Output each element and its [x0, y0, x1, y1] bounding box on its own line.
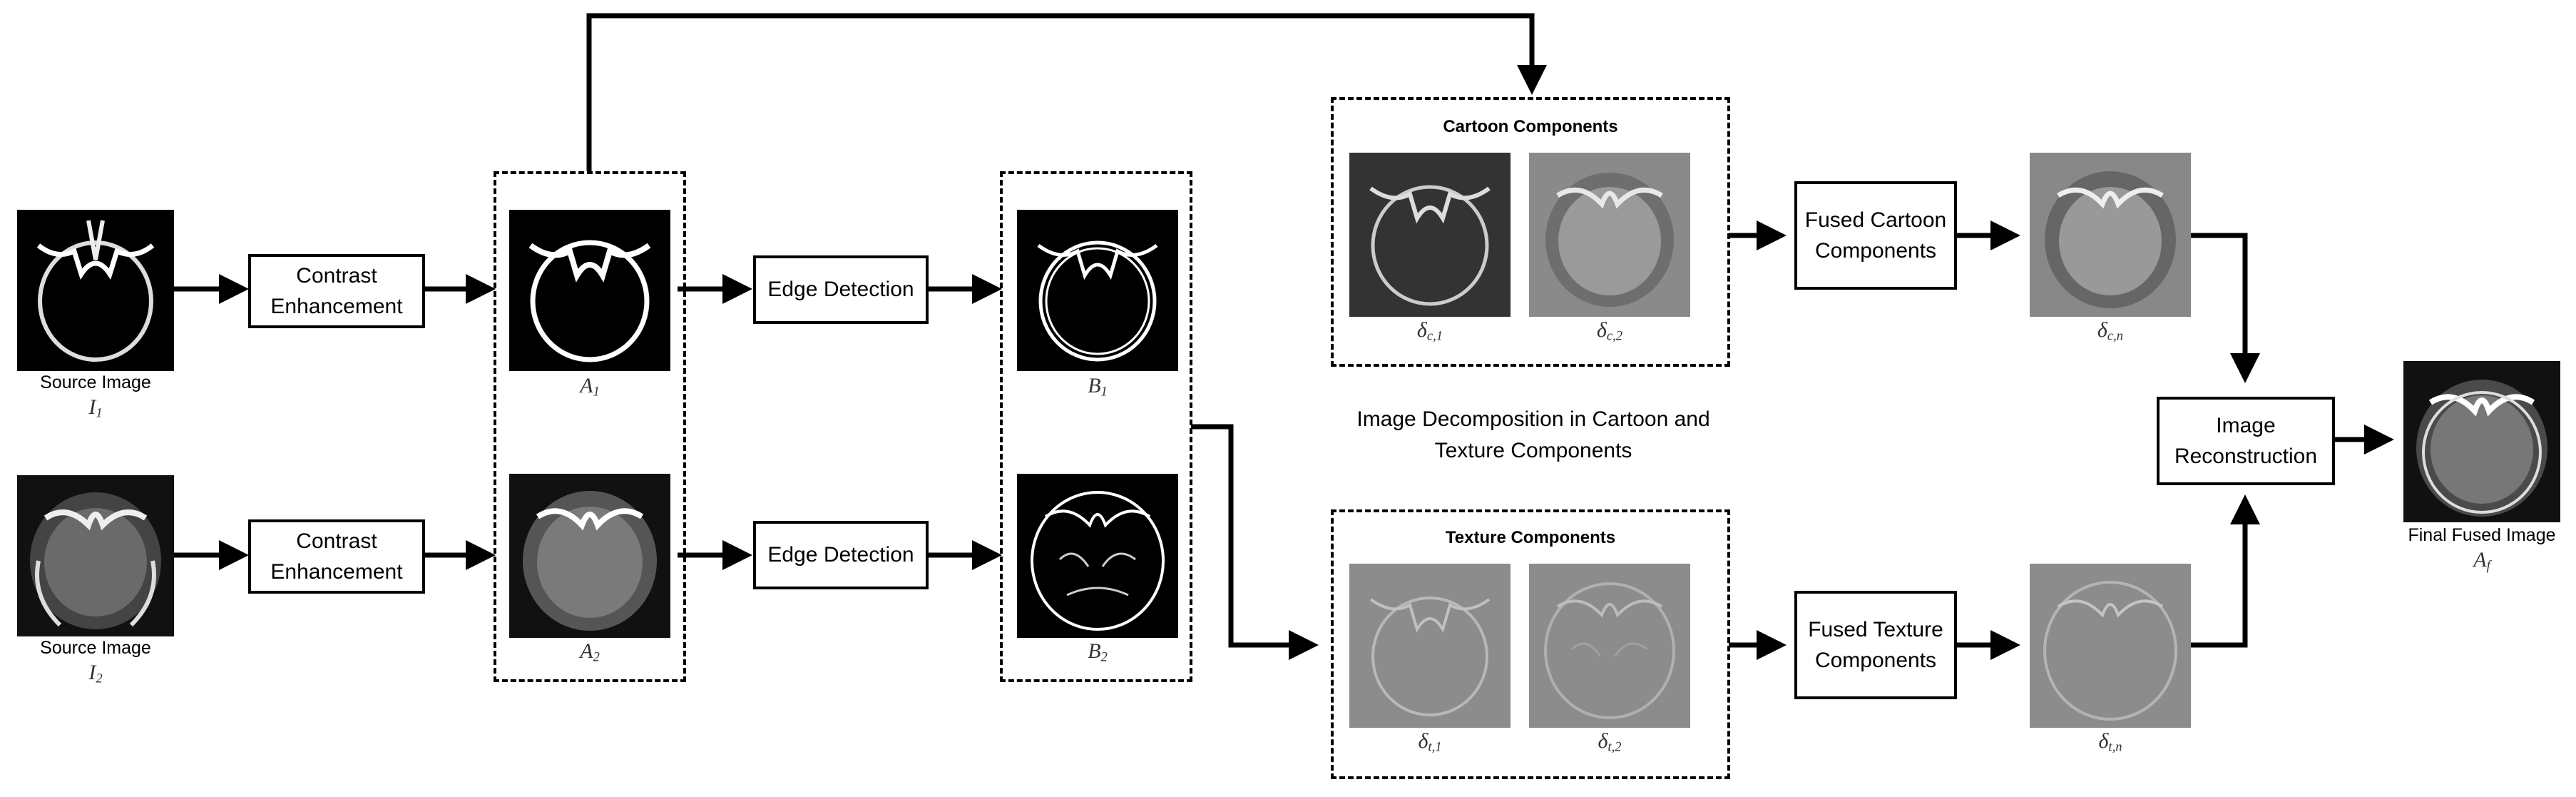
- fused-texture-image: [2030, 564, 2191, 728]
- source-label-2: Source Image: [40, 638, 151, 658]
- source-image-2: [17, 475, 174, 636]
- arrow-tn-to-recon: [2191, 494, 2260, 648]
- cartoon-symbol-c1: δc,1: [1416, 318, 1443, 344]
- edge-detection-box-2: Edge Detection: [753, 521, 929, 589]
- enhanced-images-group: [494, 171, 686, 682]
- enhanced-image-a2: [509, 474, 670, 638]
- source-symbol-1: I1: [88, 395, 103, 421]
- enhanced-image-a1: [509, 210, 670, 371]
- fused-cartoon-symbol: δc,n: [2097, 318, 2124, 344]
- final-fused-symbol: Af: [2473, 548, 2490, 574]
- fused-cartoon-image: [2030, 153, 2191, 317]
- texture-components-group: [1331, 509, 1730, 779]
- final-fused-image: [2403, 361, 2560, 522]
- arrow-b-to-texture: [1191, 424, 1319, 660]
- edge-image-b1: [1017, 210, 1178, 371]
- cartoon-image-c1: [1349, 153, 1511, 317]
- texture-components-title: Texture Components: [1445, 528, 1616, 547]
- source-label-1: Source Image: [40, 372, 151, 392]
- source-image-1: [17, 210, 174, 371]
- cartoon-image-c2: [1529, 153, 1690, 317]
- source-symbol-2: I2: [88, 661, 103, 686]
- edge-symbol-b2: B2: [1088, 639, 1108, 665]
- final-fused-label: Final Fused Image: [2408, 525, 2556, 545]
- enhanced-symbol-a2: A2: [580, 639, 600, 665]
- cartoon-components-title: Cartoon Components: [1443, 117, 1618, 136]
- texture-symbol-t1: δt,1: [1418, 729, 1442, 755]
- texture-image-t1: [1349, 564, 1511, 728]
- edge-detection-box-1: Edge Detection: [753, 255, 929, 324]
- texture-symbol-t2: δt,2: [1598, 729, 1622, 755]
- texture-image-t2: [1529, 564, 1690, 728]
- arrow-a-to-cartoon: [586, 13, 1547, 171]
- cartoon-symbol-c2: δc,2: [1596, 318, 1623, 344]
- cartoon-components-group: [1331, 97, 1730, 367]
- enhanced-symbol-a1: A1: [580, 374, 600, 400]
- edge-images-group: [1000, 171, 1192, 682]
- arrow-cn-to-recon: [2191, 233, 2260, 383]
- decomposition-caption: Image Decomposition in Cartoon and Textu…: [1356, 407, 1710, 462]
- fused-texture-symbol: δt,n: [2098, 729, 2122, 755]
- edge-symbol-b1: B1: [1088, 374, 1108, 400]
- edge-image-b2: [1017, 474, 1178, 638]
